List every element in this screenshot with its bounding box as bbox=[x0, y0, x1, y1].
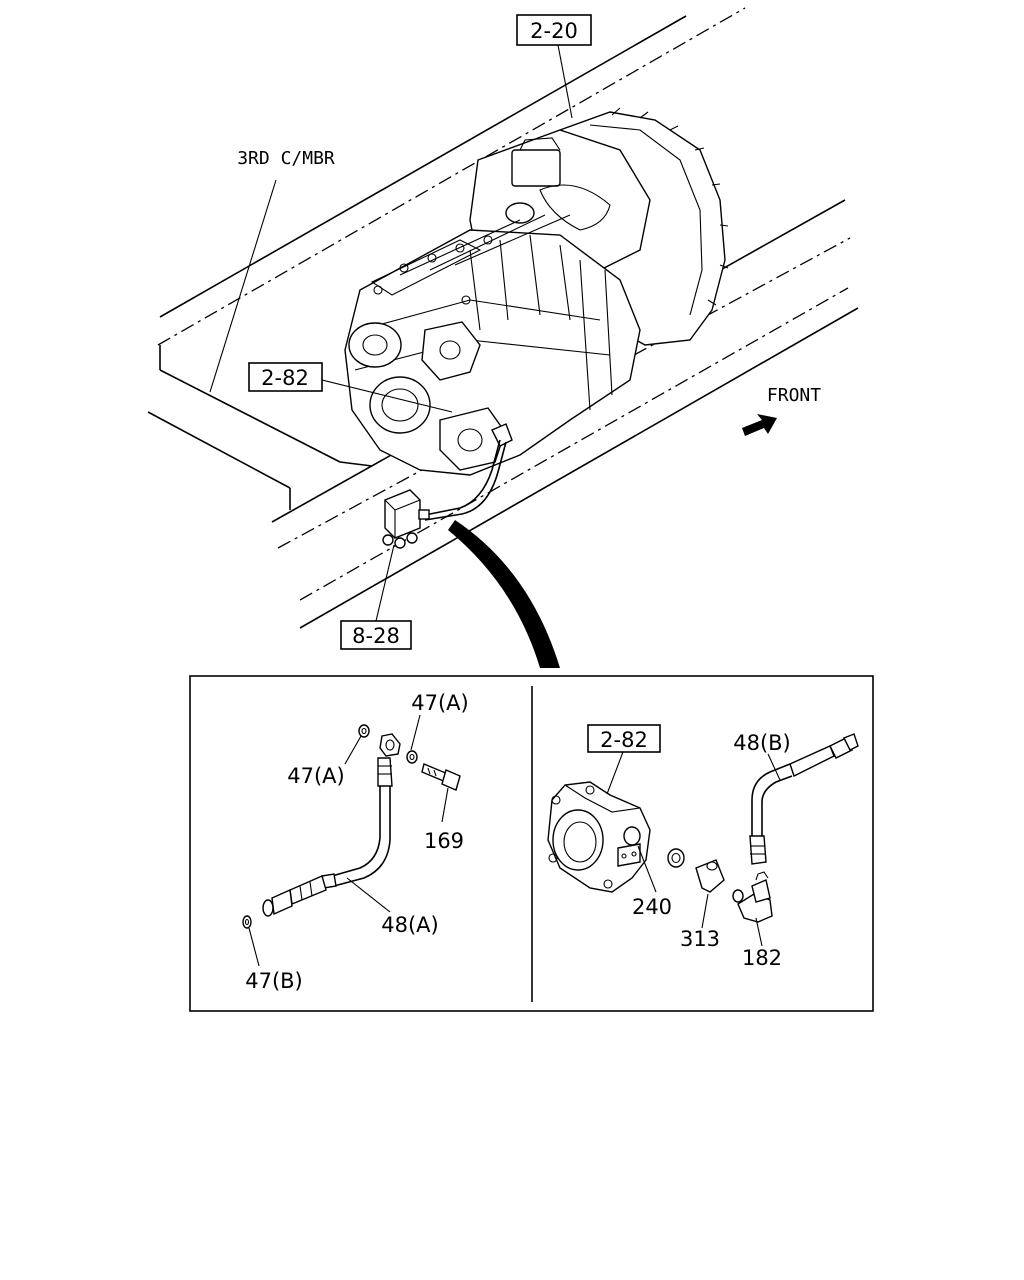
front-arrow-icon bbox=[742, 414, 777, 436]
svg-text:8-28: 8-28 bbox=[352, 624, 400, 648]
detail-left bbox=[242, 714, 461, 967]
pto-hose bbox=[424, 439, 507, 521]
member-label: 3RD C/MBR bbox=[237, 148, 335, 169]
ref-box-2-82-top: 2-82 bbox=[248, 362, 323, 392]
solenoid-valve bbox=[382, 489, 430, 549]
svg-text:2-20: 2-20 bbox=[530, 19, 578, 43]
ref-box-2-20: 2-20 bbox=[516, 14, 592, 46]
detail-frame bbox=[189, 675, 874, 1012]
ref-box-2-82-detail: 2-82 bbox=[587, 724, 661, 753]
transmission-assembly bbox=[344, 107, 729, 476]
label-313: 313 bbox=[680, 927, 720, 951]
top-leaders bbox=[209, 44, 573, 622]
label-240: 240 bbox=[632, 895, 672, 919]
svg-text:2-82: 2-82 bbox=[261, 366, 309, 390]
front-label: FRONT bbox=[767, 385, 821, 406]
chassis-frame bbox=[147, 7, 859, 629]
label-48a: 48(A) bbox=[381, 913, 438, 937]
label-48b: 48(B) bbox=[733, 731, 791, 755]
svg-text:2-82: 2-82 bbox=[600, 728, 648, 752]
label-182: 182 bbox=[742, 946, 782, 970]
label-47a-left: 47(A) bbox=[287, 764, 344, 788]
ref-box-8-28: 8-28 bbox=[340, 620, 412, 650]
label-47b: 47(B) bbox=[245, 969, 303, 993]
label-169: 169 bbox=[424, 829, 464, 853]
label-47a-top: 47(A) bbox=[411, 691, 468, 715]
detail-right bbox=[547, 733, 859, 947]
detail-arrow bbox=[448, 520, 560, 668]
